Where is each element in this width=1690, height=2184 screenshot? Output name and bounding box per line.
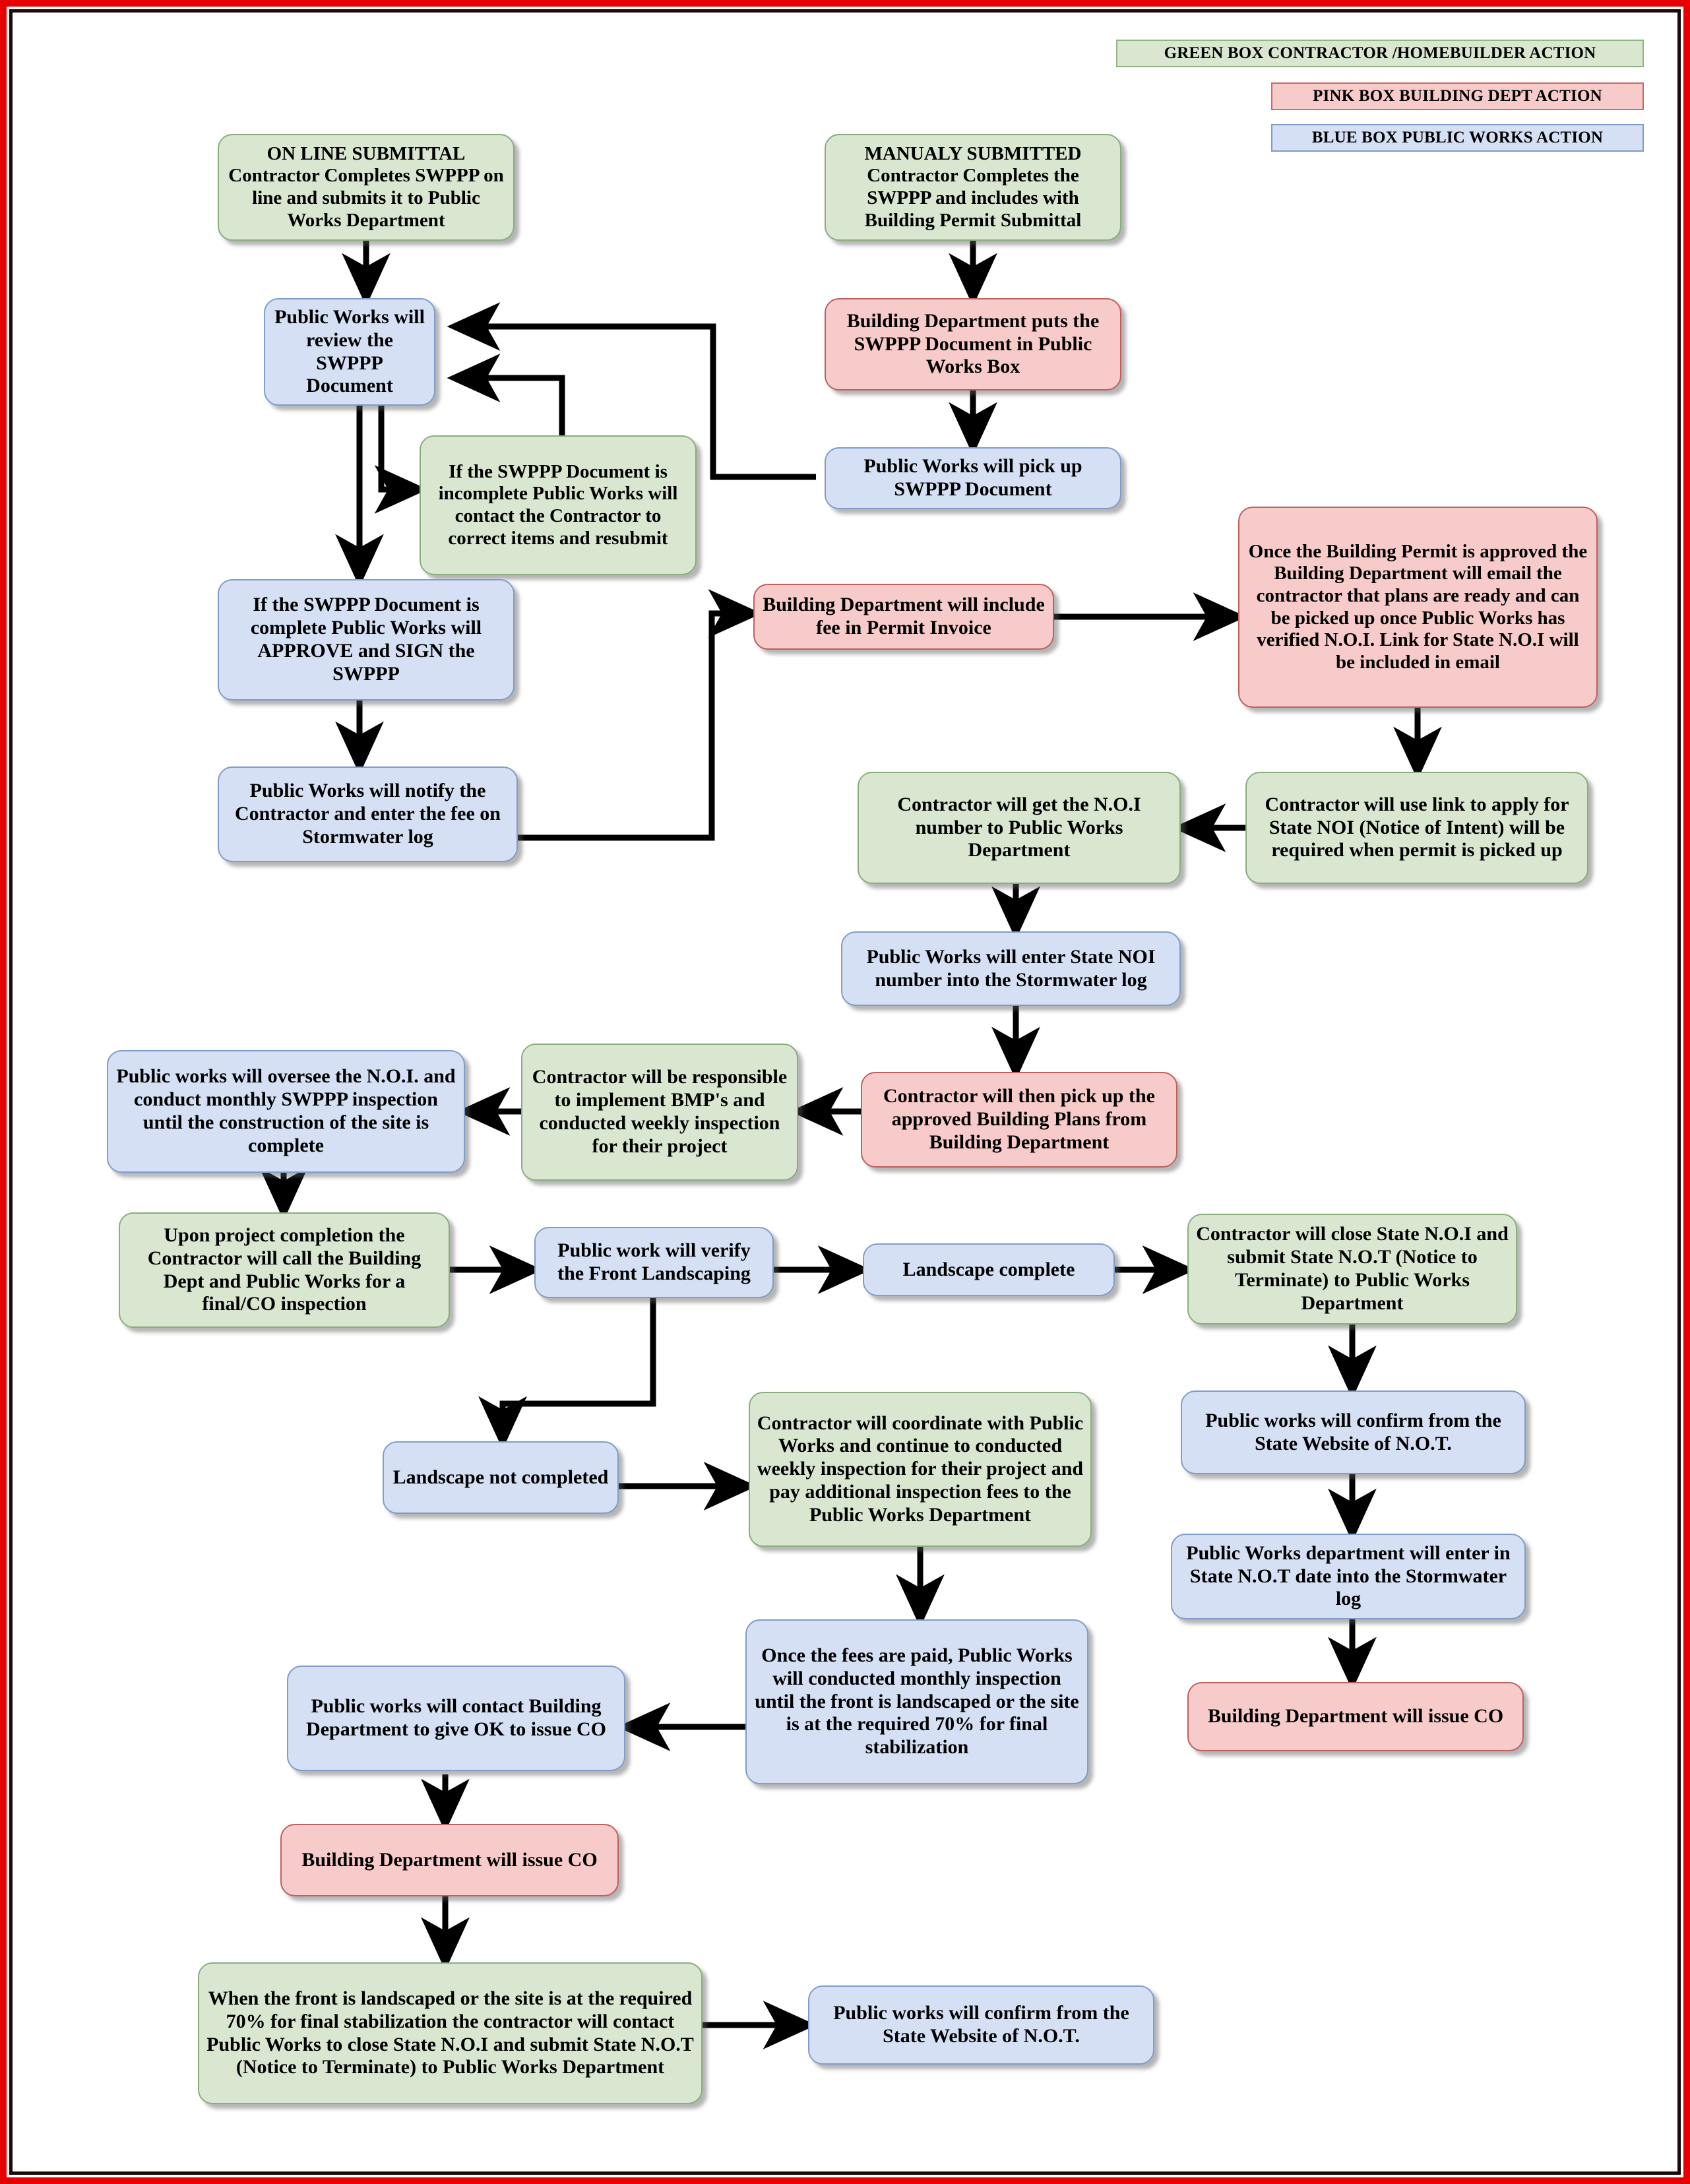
node-landscape-not-completed[interactable]: Landscape not completed: [383, 1441, 619, 1514]
node-bd-issue-co-right[interactable]: Building Department will issue CO: [1187, 1682, 1524, 1751]
node-pw-contact-bd-ok[interactable]: Public works will contact Building Depar…: [287, 1666, 625, 1771]
legend-green: GREEN BOX CONTRACTOR /HOMEBUILDER ACTION: [1116, 40, 1644, 67]
node-pw-confirm-not-1-label: Public works will confirm from the State…: [1205, 1409, 1501, 1454]
node-bd-fee-invoice[interactable]: Building Department will include fee in …: [753, 584, 1054, 650]
edge-pickup-to-review: [447, 302, 816, 480]
legend-pink-label: PINK BOX BUILDING DEPT ACTION: [1313, 87, 1602, 105]
legend-pink: PINK BOX BUILDING DEPT ACTION: [1271, 82, 1644, 110]
node-contractor-noi-number-label: Contractor will get the N.O.I number to …: [897, 793, 1141, 861]
node-pw-verify-landscaping[interactable]: Public work will verify the Front Landsc…: [534, 1227, 774, 1298]
node-fees-paid-monthly[interactable]: Once the fees are paid, Public Works wil…: [745, 1619, 1088, 1784]
node-contractor-apply-noi-label: Contractor will use link to apply for St…: [1265, 793, 1569, 861]
node-pw-confirm-not-2[interactable]: Public works will confirm from the State…: [808, 1985, 1154, 2065]
edge-notify-to-invoice: [518, 589, 762, 841]
node-contractor-bmp[interactable]: Contractor will be responsible to implem…: [521, 1044, 798, 1181]
node-pw-notify-fee[interactable]: Public Works will notify the Contractor …: [218, 766, 518, 862]
node-front-landscaped-not[interactable]: When the front is landscaped or the site…: [198, 1962, 703, 2104]
node-permit-approved-email[interactable]: Once the Building Permit is approved the…: [1238, 507, 1598, 708]
legend-blue: BLUE BOX PUBLIC WORKS ACTION: [1271, 124, 1644, 152]
node-pw-oversee-noi-label: Public works will oversee the N.O.I. and…: [116, 1065, 456, 1156]
node-bd-issue-co-left[interactable]: Building Department will issue CO: [280, 1824, 619, 1896]
node-contractor-final-co[interactable]: Upon project completion the Contractor w…: [119, 1212, 450, 1328]
node-bd-puts-swppp[interactable]: Building Department puts the SWPPP Docum…: [825, 298, 1121, 390]
node-bd-fee-invoice-label: Building Department will include fee in …: [763, 594, 1045, 639]
legend-blue-label: BLUE BOX PUBLIC WORKS ACTION: [1311, 129, 1604, 146]
node-pw-oversee-noi[interactable]: Public works will oversee the N.O.I. and…: [107, 1050, 465, 1173]
node-pw-review-swppp[interactable]: Public Works will review the SWPPP Docum…: [264, 298, 435, 406]
node-bd-puts-swppp-label: Building Department puts the SWPPP Docum…: [846, 309, 1100, 378]
node-contractor-bmp-label: Contractor will be responsible to implem…: [532, 1066, 788, 1157]
node-pw-verify-landscaping-label: Public work will verify the Front Landsc…: [557, 1239, 751, 1284]
node-swppp-complete[interactable]: If the SWPPP Document is complete Public…: [218, 579, 515, 701]
node-pw-enter-noi[interactable]: Public Works will enter State NOI number…: [841, 931, 1181, 1006]
node-contractor-close-noi[interactable]: Contractor will close State N.O.I and su…: [1187, 1214, 1517, 1325]
node-swppp-incomplete[interactable]: If the SWPPP Document is incomplete Publ…: [420, 435, 697, 575]
node-contractor-coordinate-fees-label: Contractor will coordinate with Public W…: [757, 1412, 1084, 1526]
node-bd-issue-co-left-label: Building Department will issue CO: [301, 1848, 598, 1871]
node-pw-notify-fee-label: Public Works will notify the Contractor …: [235, 780, 501, 848]
node-permit-approved-email-label: Once the Building Permit is approved the…: [1248, 540, 1588, 673]
node-contractor-final-co-label: Upon project completion the Contractor w…: [147, 1224, 422, 1315]
node-landscape-complete-label: Landscape complete: [902, 1258, 1075, 1280]
node-contractor-pickup-plans[interactable]: Contractor will then pick up the approve…: [861, 1072, 1177, 1168]
node-contractor-noi-number[interactable]: Contractor will get the N.O.I number to …: [858, 772, 1181, 884]
edge-verify-to-lsnot: [478, 1298, 656, 1450]
node-contractor-pickup-plans-label: Contractor will then pick up the approve…: [883, 1085, 1155, 1153]
node-pw-contact-bd-ok-label: Public works will contact Building Depar…: [306, 1695, 606, 1740]
node-pw-enter-noi-label: Public Works will enter State NOI number…: [866, 945, 1156, 991]
node-pw-enter-not-date-label: Public Works department will enter in St…: [1186, 1542, 1511, 1610]
node-contractor-apply-noi[interactable]: Contractor will use link to apply for St…: [1245, 772, 1588, 884]
node-landscape-not-completed-label: Landscape not completed: [392, 1466, 609, 1488]
edge-incomplete-to-review: [447, 354, 565, 435]
legend-green-label: GREEN BOX CONTRACTOR /HOMEBUILDER ACTION: [1164, 44, 1596, 62]
node-front-landscaped-not-label: When the front is landscaped or the site…: [206, 1987, 694, 2078]
node-pw-pickup-swppp-label: Public Works will pick up SWPPP Document: [863, 455, 1082, 500]
node-pw-confirm-not-1[interactable]: Public works will confirm from the State…: [1181, 1390, 1526, 1474]
node-swppp-complete-label: If the SWPPP Document is complete Public…: [250, 594, 482, 685]
node-pw-pickup-swppp[interactable]: Public Works will pick up SWPPP Document: [825, 447, 1121, 509]
node-pw-confirm-not-2-label: Public works will confirm from the State…: [833, 2002, 1129, 2047]
node-contractor-close-noi-label: Contractor will close State N.O.I and su…: [1196, 1223, 1509, 1314]
node-landscape-complete[interactable]: Landscape complete: [863, 1243, 1115, 1296]
node-pw-enter-not-date[interactable]: Public Works department will enter in St…: [1171, 1534, 1526, 1619]
node-fees-paid-monthly-label: Once the fees are paid, Public Works wil…: [755, 1644, 1079, 1759]
edge-review-to-incomplete: [374, 406, 428, 514]
node-pw-review-swppp-label: Public Works will review the SWPPP Docum…: [274, 305, 425, 397]
node-swppp-incomplete-label: If the SWPPP Document is incomplete Publ…: [438, 460, 678, 549]
node-contractor-coordinate-fees[interactable]: Contractor will coordinate with Public W…: [749, 1392, 1092, 1547]
node-bd-issue-co-right-label: Building Department will issue CO: [1207, 1705, 1504, 1728]
